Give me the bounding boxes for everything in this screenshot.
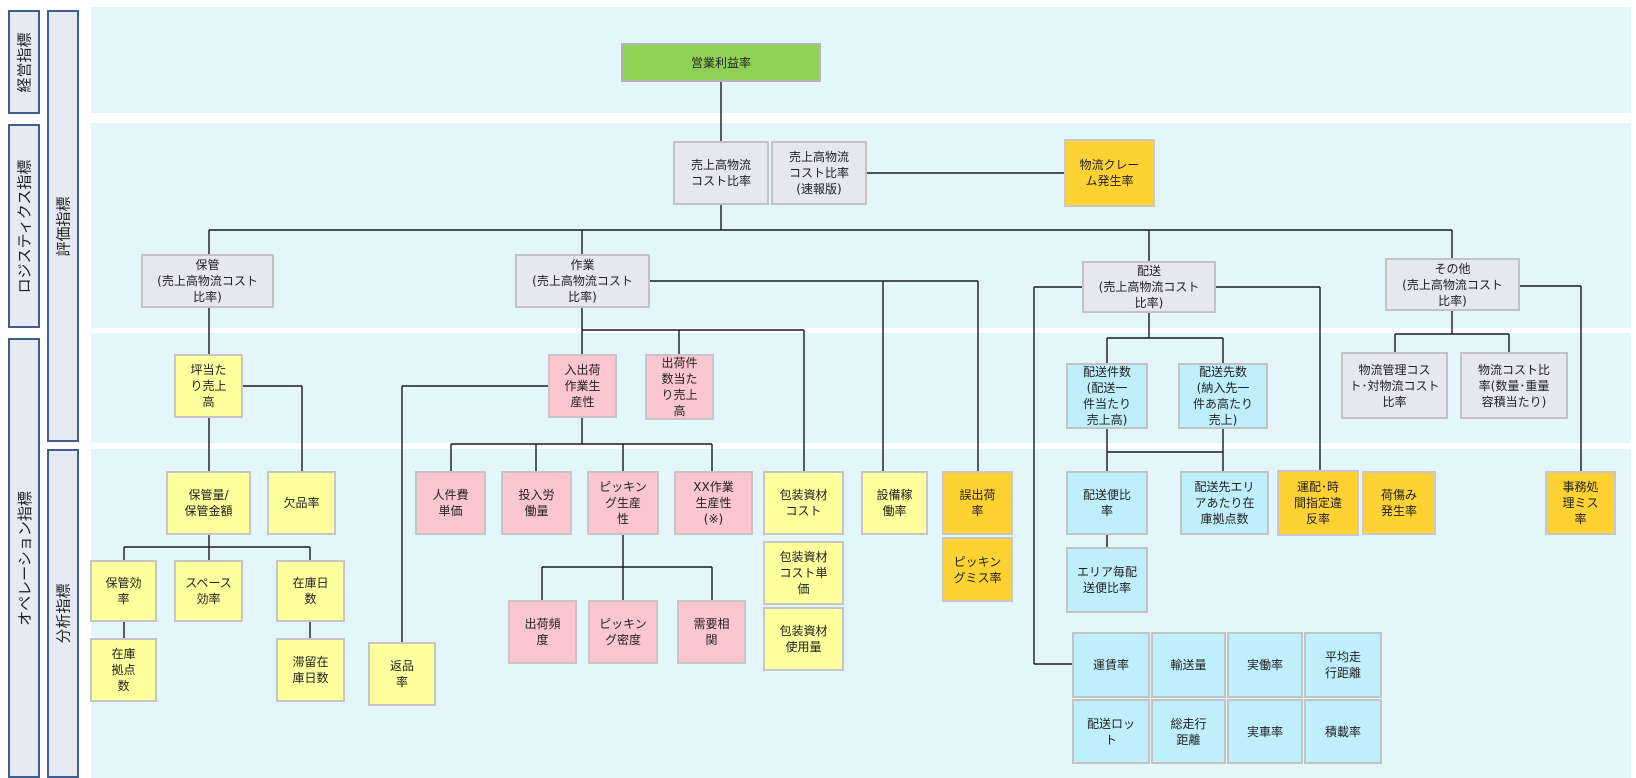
node-nyushukka: 入出荷 作業生 産性 [548,354,617,418]
node-hoso-shiyo: 包装資材 使用量 [763,607,844,671]
node-haiso: 配送 (売上高物流コスト 比率) [1082,261,1216,313]
node-tairyu: 滞留在 庫日数 [276,638,345,702]
node-juyo-sokan: 需要相 関 [677,600,746,664]
label-bunseki: 分析指標 [47,449,79,778]
node-haiso-sakisu: 配送先数 (納入先一 件あ高たり 売上) [1178,363,1268,429]
node-yuso: 輸送量 [1151,632,1226,698]
node-jitsudo: 実働率 [1227,632,1303,698]
node-shukka-hindo: 出荷頻 度 [508,600,577,664]
node-setsubi: 設備稼 働率 [861,471,928,535]
node-keppin: 欠品率 [267,471,336,535]
node-hokanryo: 保管量/ 保管金額 [166,471,251,535]
node-sou-soko: 総走行 距離 [1151,699,1226,764]
node-claim: 物流クレー ム発生率 [1064,139,1155,207]
node-zaiko-nissu: 在庫日 数 [276,560,345,622]
node-area-haisobin: エリア毎配 送便比率 [1066,547,1148,613]
node-goshukka: 誤出荷 率 [942,471,1013,535]
node-haisosaki-area: 配送先エリ アあたり在 庫拠点数 [1180,471,1269,535]
node-hoso-cost: 包装資材 コスト [763,471,844,535]
label-keiei: 経営指標 [8,10,40,114]
node-sagyo: 作業 (売上高物流コスト 比率) [515,254,650,308]
label-logistics: ロジスティクス指標 [8,124,40,328]
node-picking-miss: ピッキン グミス率 [942,537,1013,602]
node-space-koritsu: スペース 効率 [174,560,243,622]
node-zaiko-kyoten: 在庫 拠点 数 [90,638,157,702]
label-operation: オペレーション指標 [8,338,40,778]
node-shukka-kensu: 出荷件 数当た り売上 高 [645,354,714,420]
node-picking-seisansei: ピッキン グ生産 性 [587,471,659,535]
node-kanri-cost: 物流管理コス ト･対物流コスト 比率 [1341,352,1448,419]
label-hyoka: 評価指標 [47,10,79,442]
node-sekisai: 積載率 [1304,699,1382,764]
node-haiso-lot: 配送ロッ ト [1072,699,1150,764]
node-unchin: 運賃率 [1072,632,1150,698]
node-cost-hi: 物流コスト比 率(数量･重量 容積当たり) [1460,352,1568,419]
node-niitami: 荷傷み 発生率 [1362,471,1436,535]
node-unpai: 運配･時 間指定違 反率 [1277,470,1359,536]
node-uriage-cost-sokuho: 売上高物流 コスト比率 (速報版) [771,141,867,205]
node-xx-sagyo: XX作業 生産性 (※) [674,471,753,535]
node-sonota: その他 (売上高物流コスト 比率) [1385,258,1520,311]
node-hokan-koritsu: 保管効 率 [90,560,157,622]
node-hokan: 保管 (売上高物流コスト 比率) [141,254,274,308]
node-jinkenhi: 人件費 単価 [415,471,486,535]
node-hoso-tanka: 包装資材 コスト単 価 [763,541,844,605]
node-jimu: 事務処 理ミス 率 [1545,471,1616,535]
keiei-band [91,7,1631,113]
node-tsubo-uriage: 坪当た り売上 高 [174,354,243,418]
node-henpin: 返品 率 [368,642,436,706]
node-eigyo-rieki-ritsu: 営業利益率 [621,43,821,82]
node-haiso-kensu: 配送件数 (配送一 件当たり 売上高) [1066,363,1148,429]
node-jissha: 実車率 [1227,699,1303,764]
node-heikin-soko: 平均走 行距離 [1304,632,1382,698]
node-uriage-cost: 売上高物流 コスト比率 [673,141,769,205]
node-tonyu: 投入労 働量 [501,471,572,535]
node-haisobin: 配送便比 率 [1066,471,1148,535]
node-picking-mitsudo: ピッキン グ密度 [588,600,658,664]
